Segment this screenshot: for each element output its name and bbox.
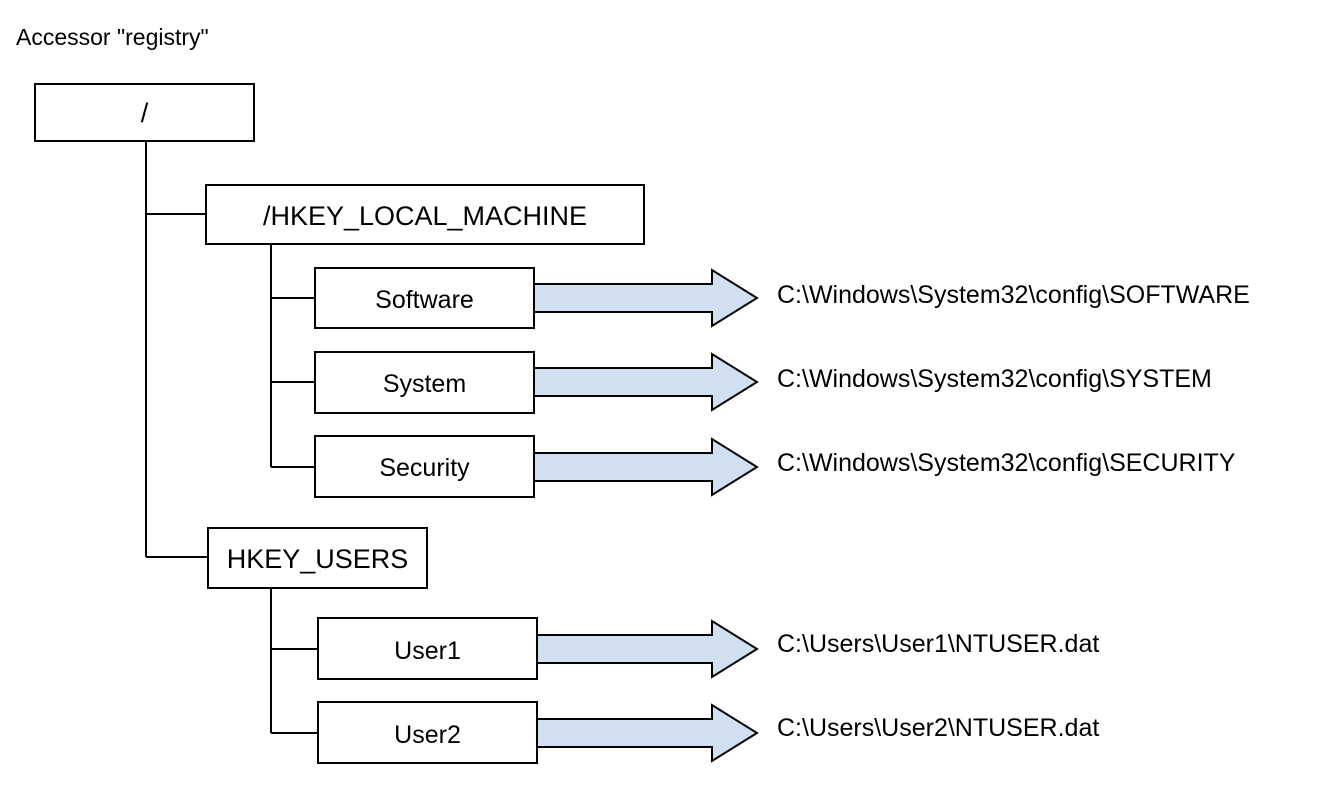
- connector-group-hkusers: [270, 588, 318, 734]
- node-hkey-local-machine[interactable]: /HKEY_LOCAL_MACHINE: [205, 184, 645, 245]
- node-root-box[interactable]: [34, 83, 255, 142]
- node-user1-box[interactable]: [317, 617, 538, 680]
- node-software-box[interactable]: [314, 267, 535, 329]
- mapping-label-user1: C:\Users\User1\NTUSER.dat: [777, 630, 1099, 658]
- node-hkey-local-machine-label: /HKEY_LOCAL_MACHINE: [263, 201, 587, 231]
- connector-group-hklm: [270, 244, 315, 468]
- node-hkey-users-label: HKEY_USERS: [227, 544, 409, 574]
- block-arrow-right-system: [529, 352, 759, 412]
- node-security-box[interactable]: [314, 435, 535, 498]
- block-arrow-right-user1: [532, 619, 759, 679]
- connector-group-root: [145, 141, 208, 558]
- node-root-label: /: [141, 98, 149, 128]
- block-arrow-right-user2: [532, 703, 759, 763]
- node-software[interactable]: Software: [314, 267, 535, 329]
- block-arrow-right-software: [529, 268, 759, 328]
- node-hkey-users[interactable]: HKEY_USERS: [207, 527, 428, 589]
- node-root[interactable]: /: [34, 83, 255, 142]
- mapping-label-security: C:\Windows\System32\config\SECURITY: [777, 449, 1236, 477]
- node-software-label: Software: [375, 286, 474, 314]
- node-system[interactable]: System: [314, 351, 535, 414]
- mapping-label-software: C:\Windows\System32\config\SOFTWARE: [777, 281, 1250, 309]
- node-security[interactable]: Security: [314, 435, 535, 498]
- node-user2-box[interactable]: [317, 701, 538, 764]
- mapping-arrow-group: [529, 268, 759, 763]
- diagram-title: Accessor "registry": [16, 24, 209, 50]
- node-hkey-local-machine-box[interactable]: [205, 184, 645, 245]
- node-user2[interactable]: User2: [317, 701, 538, 764]
- mapping-label-user2: C:\Users\User2\NTUSER.dat: [777, 714, 1099, 742]
- node-system-label: System: [383, 370, 466, 398]
- block-arrow-right-security: [529, 437, 759, 497]
- node-security-label: Security: [379, 454, 470, 482]
- node-system-box[interactable]: [314, 351, 535, 414]
- node-hkey-users-box[interactable]: [207, 527, 428, 589]
- node-user1[interactable]: User1: [317, 617, 538, 680]
- node-user1-label: User1: [394, 637, 461, 665]
- mapping-label-system: C:\Windows\System32\config\SYSTEM: [777, 365, 1212, 393]
- node-user2-label: User2: [394, 721, 461, 749]
